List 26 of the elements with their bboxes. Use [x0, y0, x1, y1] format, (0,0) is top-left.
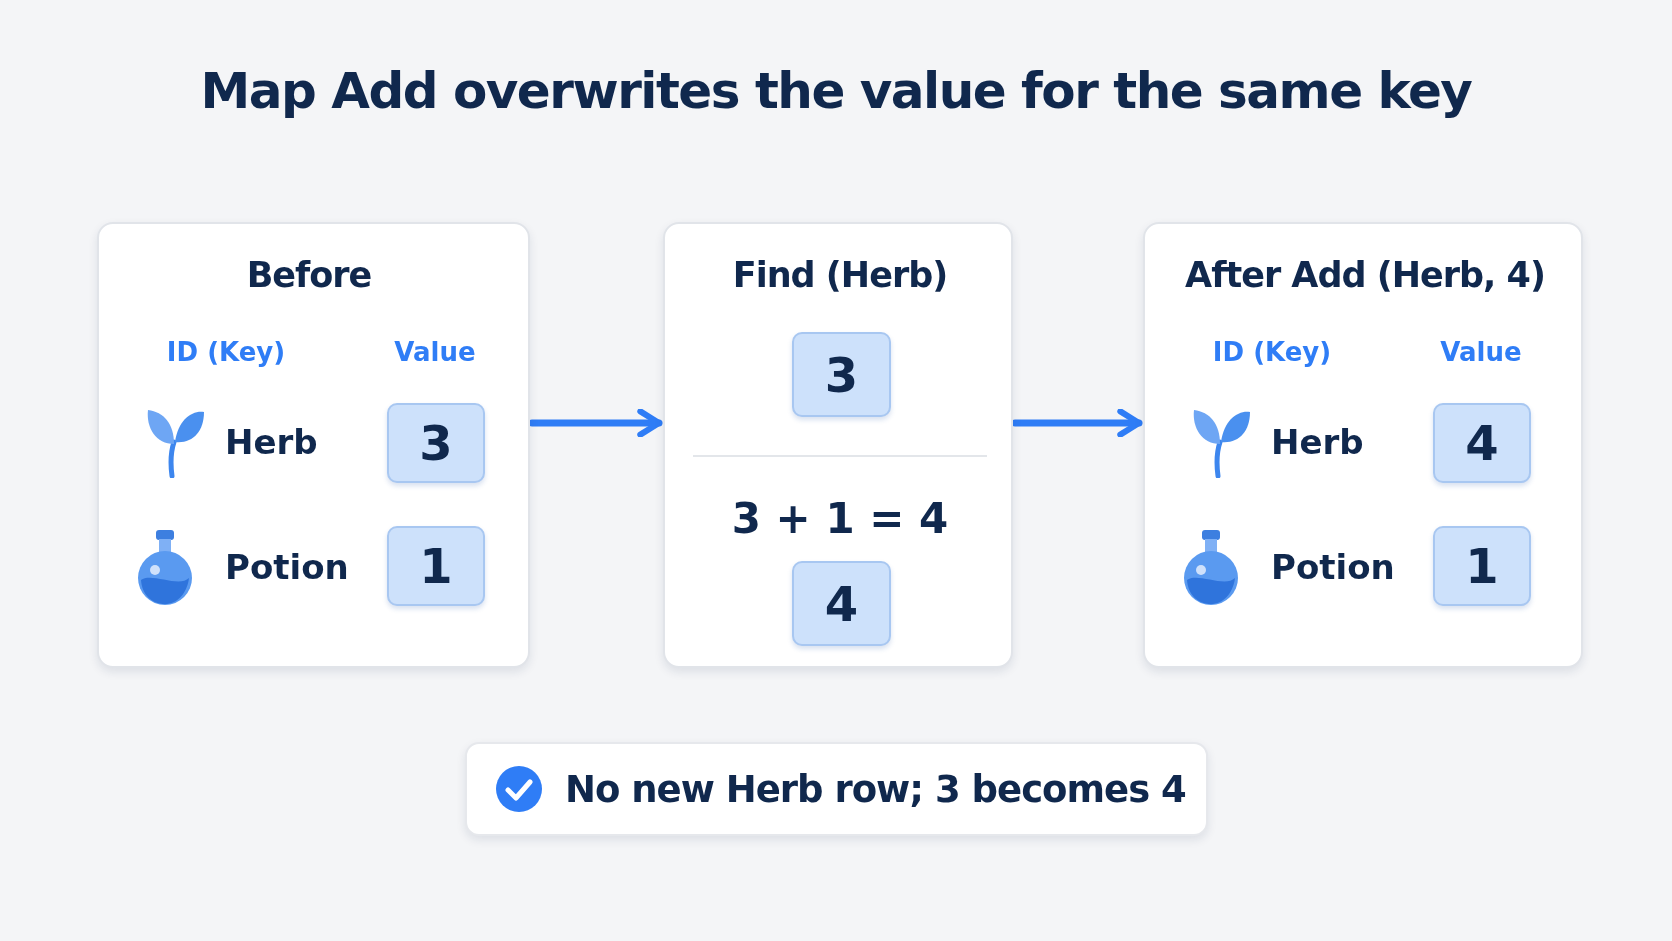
value-tile: 1: [387, 526, 485, 606]
value-tile: 4: [792, 561, 891, 646]
value-tile: 3: [387, 403, 485, 483]
key-label: Herb: [1271, 422, 1364, 462]
column-header: ID (Key): [1212, 337, 1332, 367]
value-tile: 4: [1433, 403, 1531, 483]
value-tile: 1: [1433, 526, 1531, 606]
key-label: Potion: [225, 547, 349, 587]
key-label: Potion: [1271, 547, 1395, 587]
note-text: No new Herb row; 3 becomes 4: [565, 767, 1186, 811]
panel-heading: Find (Herb): [732, 255, 948, 295]
panel-heading: After Add (Herb, 4): [1185, 255, 1545, 295]
panel-card: [97, 222, 530, 668]
equation-text: 3 + 1 = 4: [731, 493, 949, 543]
column-header: Value: [394, 337, 476, 367]
arrow: [1011, 408, 1143, 438]
note-card: [465, 742, 1208, 836]
value-tile: 3: [792, 332, 891, 417]
column-header: ID (Key): [166, 337, 286, 367]
key-label: Herb: [225, 422, 318, 462]
diagram-title: Map Add overwrites the value for the same key: [199, 62, 1473, 120]
column-header: Value: [1440, 337, 1522, 367]
panel-card: [1143, 222, 1583, 668]
arrow: [528, 408, 663, 438]
panel-heading: Before: [246, 255, 372, 295]
panel-card: [663, 222, 1013, 668]
